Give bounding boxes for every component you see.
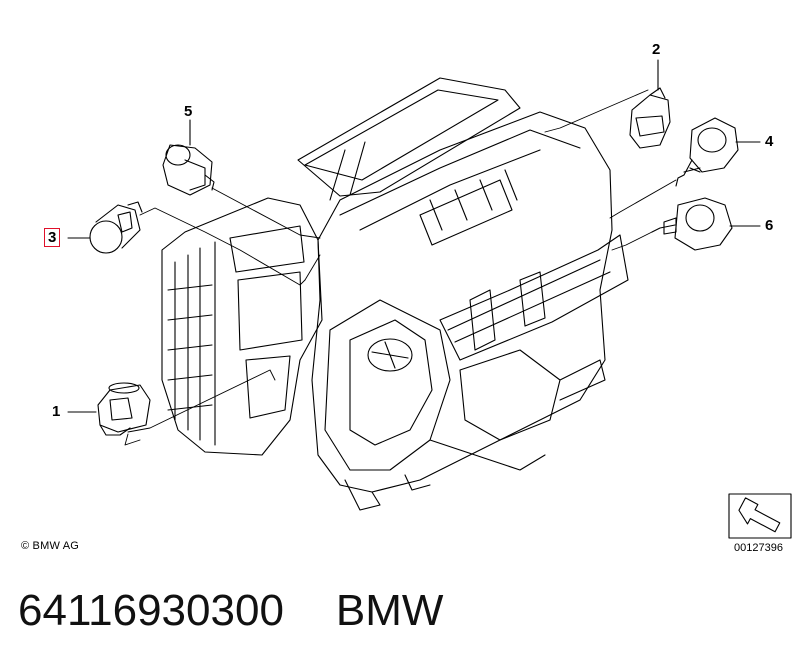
assembly-line-6 (611, 231, 653, 251)
part-2-actuator (629, 87, 671, 149)
diagram-number: 00127396 (734, 542, 783, 554)
part-4-actuator (675, 117, 739, 187)
part-6-actuator (651, 197, 733, 251)
caption: 64116930300 BMW (18, 585, 443, 637)
part-3-actuator (89, 201, 143, 254)
callout-1: 1 (52, 403, 61, 420)
arrow-icon (728, 493, 792, 539)
callout-2: 2 (652, 41, 661, 58)
assembly-line-1 (127, 369, 276, 433)
callout-4: 4 (765, 133, 774, 150)
heater-housing (161, 77, 629, 511)
part-1-actuator (97, 382, 151, 436)
copyright-notice: © BMW AG (21, 540, 79, 552)
assembly-line-5 (211, 187, 321, 239)
assembly-line-3 (139, 207, 306, 286)
assembly-line-2 (544, 89, 649, 133)
assembly-line-4 (609, 179, 677, 219)
brand-name: BMW (335, 586, 444, 635)
part-5-actuator (162, 144, 215, 196)
callout-3: 3 (44, 228, 61, 247)
callout-6: 6 (765, 217, 774, 234)
parts-diagram (67, 59, 792, 539)
part-number: 64116930300 (18, 586, 284, 635)
callout-5: 5 (184, 103, 193, 120)
